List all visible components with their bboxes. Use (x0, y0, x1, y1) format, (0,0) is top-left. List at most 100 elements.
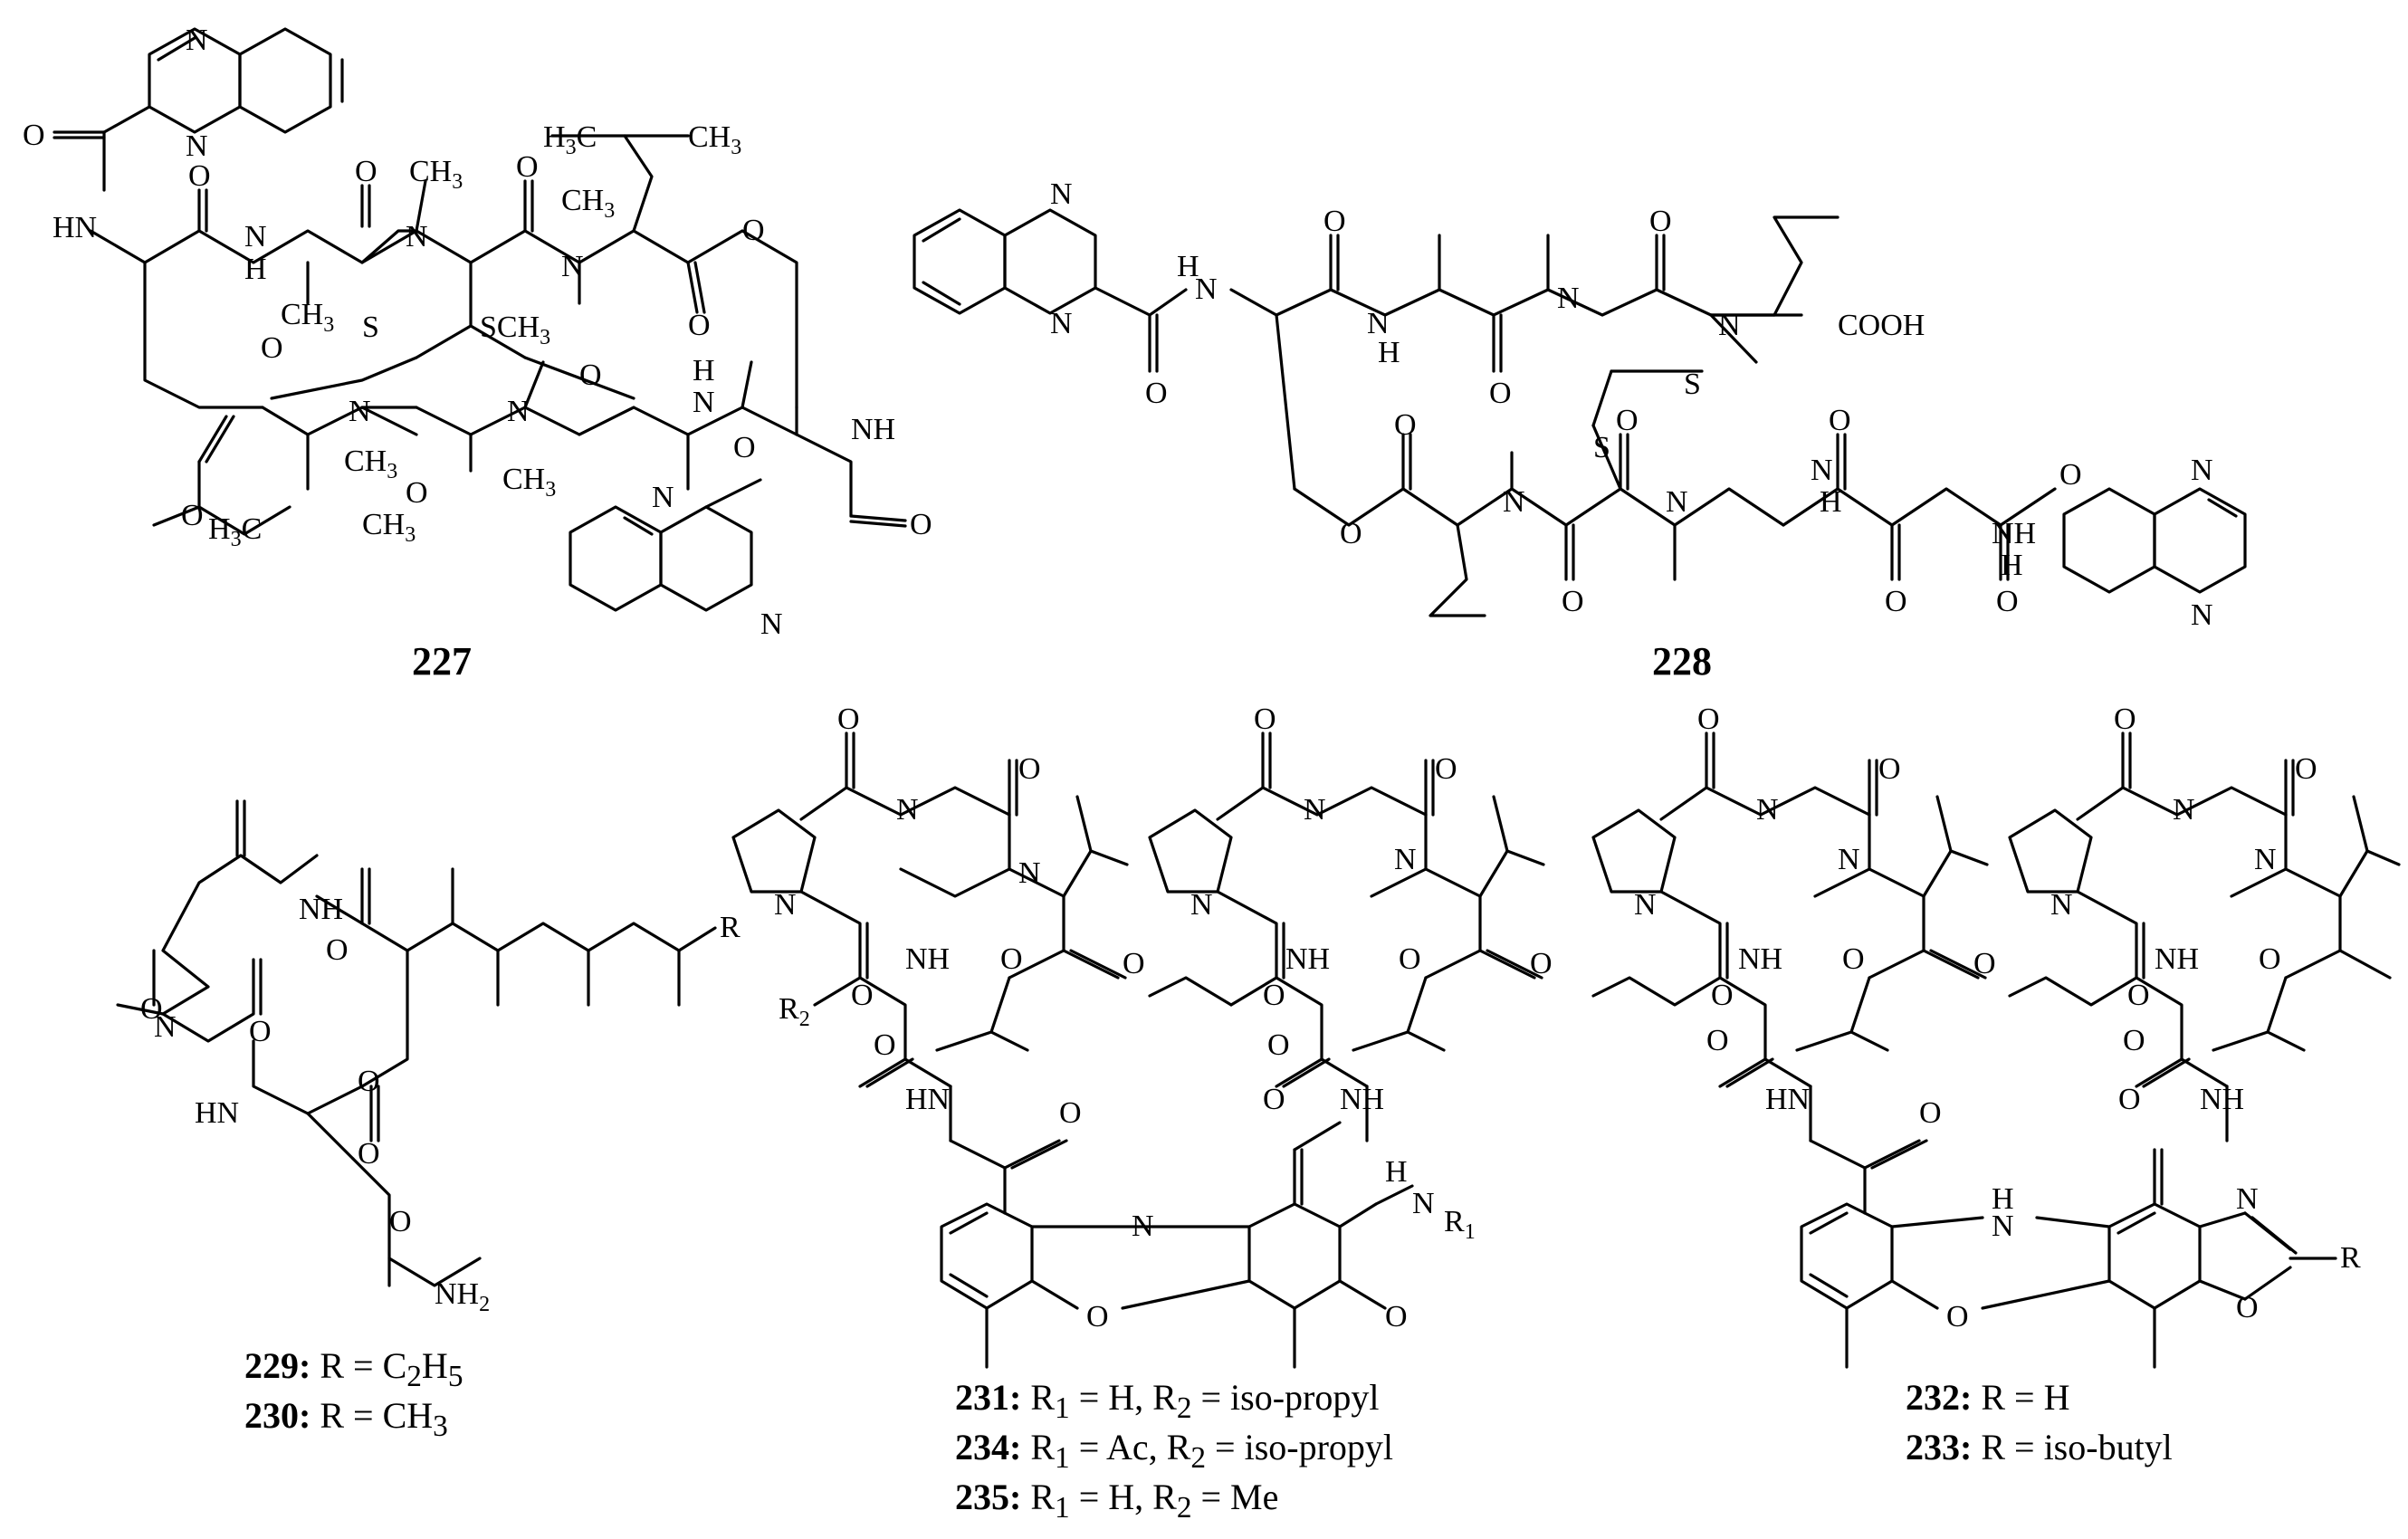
compound-number-229: 229: (244, 1345, 311, 1386)
atom-o: O (181, 499, 204, 532)
atom-nh: NH (2200, 1083, 2244, 1116)
atom-n: N (1050, 177, 1073, 211)
atom-ch3: CH3 (688, 120, 741, 159)
atom-n: N (561, 250, 584, 283)
structure-229 (116, 799, 717, 1287)
atom-n: N (406, 220, 428, 253)
atom-n: N (186, 129, 208, 163)
caption-234-r1: R (1030, 1427, 1056, 1467)
caption-232-text: R = H (1981, 1377, 2070, 1418)
structure-231 (731, 731, 1414, 1369)
atom-o: O (1649, 205, 1672, 238)
atom-n: N (2050, 888, 2073, 922)
atom-o: O (1562, 585, 1584, 618)
atom-n: N (1992, 1209, 2014, 1243)
atom-o: O (2127, 979, 2150, 1012)
atom-n: N (1132, 1209, 1154, 1243)
atom-o: O (1263, 979, 1285, 1012)
atom-n: N (2254, 843, 2277, 876)
atom-o: O (355, 155, 377, 188)
atom-labels: N N O HN O N H CH3 O N CH3 O N CH3 H3C C… (23, 24, 2361, 1333)
atom-n: N (2191, 454, 2213, 487)
caption-234-tail: = iso-propyl (1206, 1427, 1394, 1467)
atom-o: O (389, 1205, 412, 1238)
atom-nh: NH (851, 413, 895, 446)
caption-233-text: R = iso-butyl (1981, 1427, 2173, 1467)
atom-nh: NH (1285, 942, 1330, 976)
atom-o: O (23, 119, 45, 152)
atom-n: N (154, 1010, 177, 1044)
atom-o: O (1399, 942, 1421, 976)
atom-n: N (2173, 793, 2195, 827)
atom-n: N (1718, 309, 1741, 342)
caption-233: 233: R = iso-butyl (1906, 1426, 2173, 1469)
atom-nh: NH (1340, 1083, 1384, 1116)
subscript: 1 (1055, 1391, 1070, 1425)
compound-number-227: 227 (412, 639, 472, 683)
atom-n: N (1304, 793, 1326, 827)
atom-ch3: CH3 (281, 298, 334, 337)
atom-o: O (1018, 752, 1041, 786)
atom-r: R (720, 911, 741, 944)
atom-o: O (837, 703, 860, 736)
atom-h: H (244, 253, 267, 286)
atom-o: O (1829, 404, 1851, 437)
atom-hn: HN (1765, 1083, 1810, 1116)
atom-o: O (406, 476, 428, 510)
atom-o: O (1919, 1096, 1942, 1130)
atom-n: N (1557, 282, 1580, 315)
atom-o: O (851, 979, 874, 1012)
atom-ch3: CH3 (362, 508, 416, 547)
caption-231-r1: R (1030, 1377, 1056, 1418)
subscript: 2 (406, 1360, 422, 1393)
subscript: 2 (1176, 1491, 1192, 1525)
atom-o: O (516, 150, 539, 184)
compound-number-232: 232: (1906, 1377, 1973, 1418)
atom-o: O (1878, 752, 1901, 786)
atom-h: H (1378, 336, 1400, 369)
atom-o: O (1885, 585, 1907, 618)
atom-o: O (140, 992, 163, 1026)
atom-nh2: NH2 (435, 1277, 490, 1316)
atom-nh: NH (1738, 942, 1782, 976)
atom-o: O (1435, 752, 1457, 786)
atom-o: O (1394, 408, 1417, 442)
atom-r2: R2 (779, 992, 810, 1031)
atom-o: O (1489, 377, 1512, 410)
atom-ch3: CH3 (502, 463, 556, 502)
atom-o: O (1340, 517, 1362, 550)
subscript: 2 (1190, 1441, 1207, 1475)
atom-o: O (2118, 1083, 2141, 1116)
atom-n: N (1190, 888, 1213, 922)
caption-235-mid: = H, R (1069, 1477, 1177, 1517)
atom-o: O (1385, 1300, 1408, 1333)
atom-o: O (1530, 947, 1553, 980)
atom-o: O (1706, 1024, 1729, 1057)
atom-o: O (358, 1065, 380, 1098)
atom-o: O (1059, 1096, 1082, 1130)
atom-r1: R1 (1444, 1205, 1476, 1244)
atom-o: O (2114, 703, 2136, 736)
compound-number-234: 234: (955, 1427, 1022, 1467)
atom-n: N (774, 888, 797, 922)
atom-hn: HN (53, 211, 97, 244)
caption-229-tail: H (421, 1345, 448, 1386)
caption-235: 235: R1 = H, R2 = Me (955, 1476, 1278, 1530)
atom-n: N (1503, 485, 1525, 519)
atom-nh: NH (2155, 942, 2199, 976)
atom-o: O (742, 214, 765, 247)
caption-232: 232: R = H (1906, 1376, 2069, 1420)
atom-o: O (2236, 1291, 2259, 1324)
atom-o: O (1254, 703, 1276, 736)
atom-n: N (1666, 485, 1688, 519)
structure-232 (1591, 731, 2337, 1369)
structure-231-right (1148, 731, 1545, 1142)
atom-n: N (1756, 793, 1779, 827)
subscript: 3 (433, 1410, 448, 1443)
atom-s: S (362, 311, 379, 344)
atom-h3c: H3C (208, 512, 262, 551)
atom-o: O (261, 331, 283, 365)
atom-n: N (1811, 454, 1833, 487)
atom-ch3: CH3 (561, 184, 615, 223)
